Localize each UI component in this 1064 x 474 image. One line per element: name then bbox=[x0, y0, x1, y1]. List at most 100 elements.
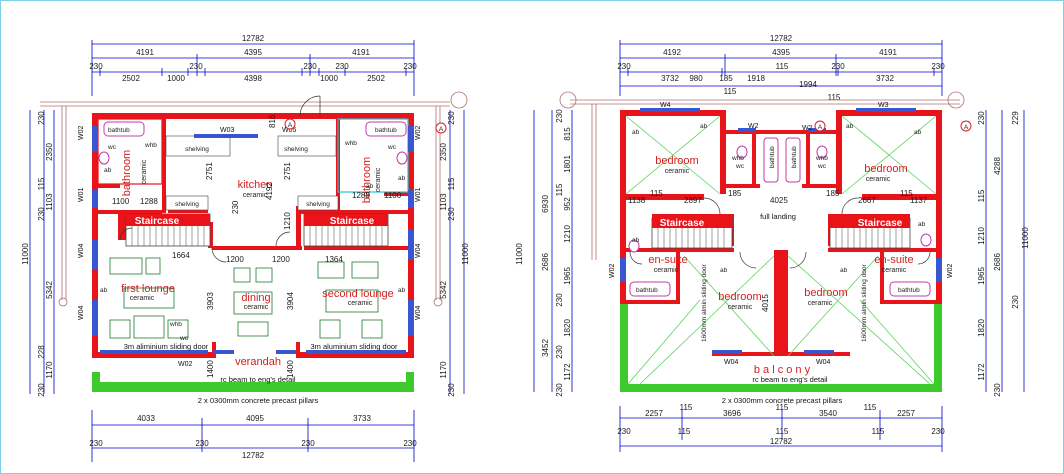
right-stair-treads-2 bbox=[835, 228, 903, 248]
bedroom-bottom-right-ceramic: ceramic bbox=[808, 300, 833, 307]
left-row3-dim-0: 230 bbox=[89, 62, 103, 71]
balcony-bottom-edge bbox=[620, 384, 942, 392]
lounge-furniture bbox=[109, 257, 383, 339]
left-inner-dim-1210: 1210 bbox=[283, 212, 292, 230]
left-staircase-2-label: Staircase bbox=[330, 216, 375, 227]
left-top-dimensions bbox=[91, 40, 415, 96]
right-right-vdim-5: 1210 bbox=[977, 227, 986, 245]
right-left-vdim-15: 230 bbox=[555, 383, 564, 397]
right-right-vdim-8: 230 bbox=[1011, 295, 1020, 309]
left-windows bbox=[92, 126, 414, 354]
window-tag-w02-b: W02 bbox=[415, 126, 422, 141]
left-row3-dim-8: 2502 bbox=[367, 74, 385, 83]
left-wc-label: wc bbox=[107, 144, 117, 151]
right-left-vdim-13: 230 bbox=[555, 345, 564, 359]
left-side-dimension-lines bbox=[29, 110, 465, 394]
right-bathtub-icon bbox=[365, 121, 407, 137]
window-tag-w02-c: W02 bbox=[609, 264, 616, 279]
left-row3-dim-4: 4398 bbox=[244, 74, 262, 83]
window-tag-w05: W05 bbox=[282, 127, 297, 134]
right-staircase-left-header bbox=[652, 216, 732, 228]
right-bottom-dimensions bbox=[619, 406, 943, 452]
left-staircase-1-label: Staircase bbox=[135, 216, 180, 227]
right-vdim-6: 5342 bbox=[439, 281, 448, 299]
right-left-vdim-4: 952 bbox=[563, 197, 572, 211]
left-ab-4: ab bbox=[398, 287, 406, 294]
left-verandah-post-left bbox=[92, 372, 100, 392]
left-inner-dim-1288: 1288 bbox=[140, 197, 158, 206]
left-row3-dim-6: 1000 bbox=[320, 74, 338, 83]
hall-shelving-left bbox=[165, 195, 209, 211]
left-row3-dim-2: 1000 bbox=[167, 74, 185, 83]
upper-bathtub-left-icon bbox=[763, 137, 779, 183]
ensuite-right-ceramic: ceramic bbox=[882, 267, 907, 274]
window-tag-w4: W4 bbox=[660, 102, 671, 109]
right-wc-label: wc bbox=[387, 144, 397, 151]
right-bottom-r2-5: 230 bbox=[931, 427, 945, 436]
right-right-vdim-11: 230 bbox=[993, 383, 1002, 397]
left-beam-note: rc beam to eng's detail bbox=[220, 375, 296, 384]
right-row4-dim-0: 115 bbox=[724, 87, 737, 96]
right-right-vdim-1: 229 bbox=[1011, 111, 1020, 125]
left-whb-label: whb bbox=[144, 142, 157, 149]
left-inner-dim-1200b: 1200 bbox=[272, 255, 290, 264]
kitchen-shelving-right-label: shelving bbox=[284, 146, 308, 153]
right-bottom-dim-7: 2257 bbox=[897, 409, 915, 418]
kitchen-shelving-left-label: shelving bbox=[185, 146, 209, 153]
sliding-door-right-label: 3m aluminium sliding door bbox=[310, 342, 398, 351]
right-right-vdim-6: 2686 bbox=[993, 253, 1002, 271]
right-whb-label: whb bbox=[344, 140, 357, 147]
left-inner-dim-2751b: 2751 bbox=[283, 162, 292, 180]
left-row3-dim-3: 230 bbox=[189, 62, 203, 71]
right-staircase-1-label: Staircase bbox=[660, 218, 705, 229]
upper-whb-left-label: whb bbox=[731, 155, 744, 162]
upper-wc-left-icon bbox=[736, 145, 748, 159]
left-vdim-1: 2350 bbox=[45, 143, 54, 161]
left-bottom-dimensions bbox=[91, 410, 415, 462]
right-bottom-dim-4: 115 bbox=[776, 403, 789, 412]
right-bottom-r2-4: 115 bbox=[872, 427, 885, 436]
upper-wc-left-label: wc bbox=[735, 163, 745, 170]
left-inner-dim-1200a: 1200 bbox=[226, 255, 244, 264]
dining-title: dining bbox=[241, 292, 270, 304]
right-ab-7: ab bbox=[720, 267, 728, 274]
kitchen-shelving-right bbox=[277, 135, 337, 157]
left-inner-dim-2751a: 2751 bbox=[205, 162, 214, 180]
balcony-left-edge bbox=[620, 302, 628, 392]
left-inner-dim-1364: 1364 bbox=[325, 255, 343, 264]
right-row3-dim-4: 1918 bbox=[747, 74, 765, 83]
left-bathtub-icon bbox=[103, 121, 145, 137]
second-lounge-ceramic: ceramic bbox=[348, 300, 373, 307]
left-vdim-6: 5342 bbox=[45, 281, 54, 299]
right-top-dim-2: 4395 bbox=[772, 48, 790, 57]
left-pillars-note: 2 x 0300mm concrete precast pillars bbox=[198, 396, 319, 405]
left-service-lines bbox=[40, 91, 468, 307]
right-wc-icon bbox=[396, 151, 408, 165]
right-inner-dim-185b: 185 bbox=[826, 189, 840, 198]
left-inner-dim-230: 230 bbox=[231, 200, 240, 214]
upper-whb-right-label: whb bbox=[815, 155, 828, 162]
right-ab-1: ab bbox=[632, 129, 640, 136]
right-inner-dim-115a: 115 bbox=[650, 189, 663, 198]
sliding-door-label-left: 1600mm almin sliding door bbox=[701, 263, 708, 342]
right-vdim-2: 115 bbox=[447, 177, 456, 190]
right-bathroom-area bbox=[337, 118, 409, 193]
left-bathroom-title: bathroom bbox=[121, 150, 133, 196]
left-stair-treads-2 bbox=[309, 226, 383, 246]
dining-ceramic: ceramic bbox=[244, 304, 269, 311]
left-inner-dim-3903: 3903 bbox=[206, 292, 215, 310]
left-doors bbox=[119, 95, 321, 263]
right-inner-dim-2667: 2667 bbox=[858, 196, 876, 205]
bedroom-top-right-title: bedroom bbox=[864, 163, 907, 175]
right-inner-dim-1138: 1138 bbox=[628, 196, 646, 205]
right-left-vdim-3: 115 bbox=[555, 183, 564, 196]
balcony-title: b a l c o n y bbox=[754, 364, 811, 376]
right-left-vdim-0: 230 bbox=[555, 109, 564, 123]
left-overall-width-top: 12782 bbox=[242, 34, 265, 43]
first-lounge-ceramic: ceramic bbox=[130, 295, 155, 302]
bedroom-top-left-title: bedroom bbox=[655, 155, 698, 167]
right-doors bbox=[629, 197, 931, 269]
right-top-dimensions bbox=[619, 40, 943, 96]
left-bottom-dim-r2-3: 230 bbox=[301, 439, 315, 448]
